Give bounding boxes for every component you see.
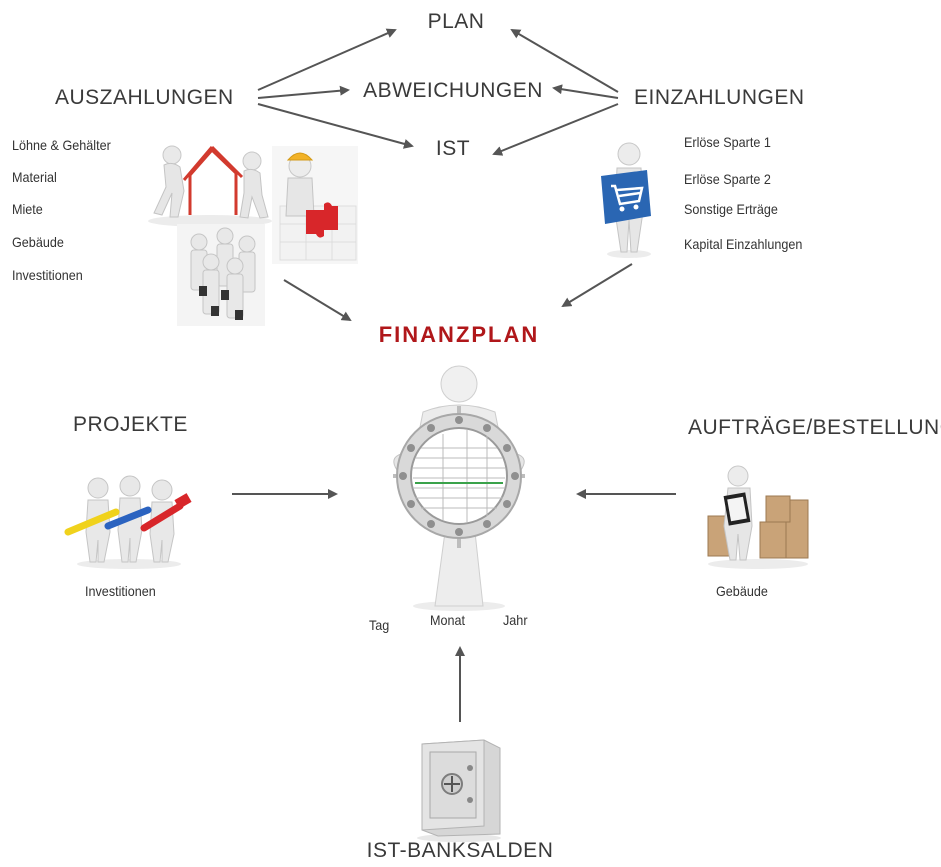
einzahlung-item: Kapital Einzahlungen bbox=[684, 236, 803, 252]
projekte-title: PROJEKTE bbox=[73, 413, 188, 436]
steering-wheel-figure-icon bbox=[393, 365, 525, 611]
period-monat: Monat bbox=[430, 612, 466, 628]
auftraege-title: AUFTRÄGE/BESTELLUNGEN bbox=[688, 416, 941, 439]
arrow-einzahlungen-plan bbox=[510, 28, 619, 93]
projekte-caption: Investitionen bbox=[85, 583, 156, 599]
house-workers-icon bbox=[148, 145, 272, 227]
auszahlungen-title: AUSZAHLUNGEN bbox=[55, 86, 234, 109]
abweichungen-label: ABWEICHUNGEN bbox=[363, 79, 543, 102]
arrow-auszahlungen-ist bbox=[257, 103, 414, 149]
ist-label: IST bbox=[435, 137, 471, 160]
arrow-auszahlungen-finanzplan bbox=[283, 279, 352, 322]
auszahlung-item: Gebäude bbox=[12, 234, 64, 250]
einzahlung-item: Erlöse Sparte 2 bbox=[684, 171, 771, 187]
arrow-einzahlungen-ist bbox=[492, 103, 619, 156]
period-jahr: Jahr bbox=[503, 612, 528, 628]
arrow-einzahlungen-finanzplan bbox=[561, 263, 633, 308]
shopping-cart-figure-icon bbox=[601, 142, 651, 258]
auszahlung-item: Miete bbox=[12, 201, 43, 217]
period-tag: Tag bbox=[369, 617, 390, 633]
auszahlung-item: Investitionen bbox=[12, 267, 83, 283]
arrow-auszahlungen-plan bbox=[257, 28, 397, 91]
business-people-icon bbox=[177, 224, 265, 326]
auszahlung-item: Material bbox=[12, 169, 57, 185]
einzahlung-item: Erlöse Sparte 1 bbox=[684, 134, 771, 150]
einzahlung-item: Sonstige Erträge bbox=[684, 201, 778, 217]
tool-workers-icon bbox=[64, 475, 192, 569]
einzahlungen-title: EINZAHLUNGEN bbox=[634, 86, 805, 109]
arrow-einzahlungen-abweichungen bbox=[552, 84, 619, 99]
bank-title: IST-BANKSALDEN bbox=[366, 839, 554, 862]
finanzplan-title: FINANZPLAN bbox=[378, 322, 540, 347]
clipboard-boxes-icon bbox=[707, 465, 809, 569]
plan-label: PLAN bbox=[427, 10, 485, 33]
auftraege-caption: Gebäude bbox=[716, 583, 768, 599]
arrow-auszahlungen-abweichungen bbox=[257, 85, 350, 99]
construction-worker-puzzle-icon bbox=[272, 146, 358, 264]
auszahlung-item: Löhne & Gehälter bbox=[12, 137, 111, 153]
safe-icon bbox=[417, 739, 501, 842]
